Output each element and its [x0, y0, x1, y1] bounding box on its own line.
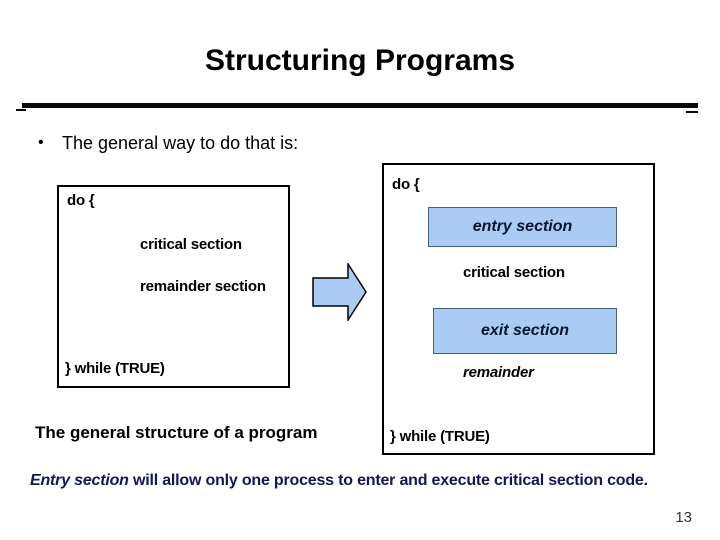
right-box-remainder: remainder: [463, 364, 534, 381]
title-rule: [22, 103, 698, 108]
entry-section-label: entry section: [472, 218, 573, 235]
left-box-do-open: do {: [67, 192, 95, 209]
title-rule-tick-left: [16, 109, 26, 111]
right-box-critical-section: critical section: [463, 264, 565, 281]
page-number: 13: [675, 509, 692, 526]
left-box-critical-section: critical section: [140, 236, 242, 253]
left-program-box: [57, 185, 290, 388]
footer-rest: will allow only one process to enter and…: [128, 472, 648, 489]
left-box-remainder-section: remainder section: [140, 278, 266, 295]
right-block-arrow-shape: [312, 261, 367, 323]
bullet-icon: •: [38, 134, 44, 151]
flow-arrow-icon: [312, 261, 368, 323]
title-rule-tick-right: [686, 111, 698, 113]
diagram-caption: The general structure of a program: [35, 423, 318, 442]
bullet-item: • The general way to do that is:: [38, 133, 298, 154]
page-title: Structuring Programs: [204, 44, 516, 77]
bullet-text: The general way to do that is:: [62, 133, 299, 153]
exit-section-label: exit section: [480, 322, 570, 339]
exit-section-box: exit section: [433, 308, 617, 354]
right-box-while-close: } while (TRUE): [390, 428, 490, 445]
entry-section-box: entry section: [428, 207, 617, 247]
footer-note: Entry section will allow only one proces…: [30, 472, 648, 490]
footer-italic-lead: Entry section: [30, 472, 129, 489]
right-box-do-open: do {: [392, 176, 420, 193]
left-box-while-close: } while (TRUE): [65, 360, 165, 377]
